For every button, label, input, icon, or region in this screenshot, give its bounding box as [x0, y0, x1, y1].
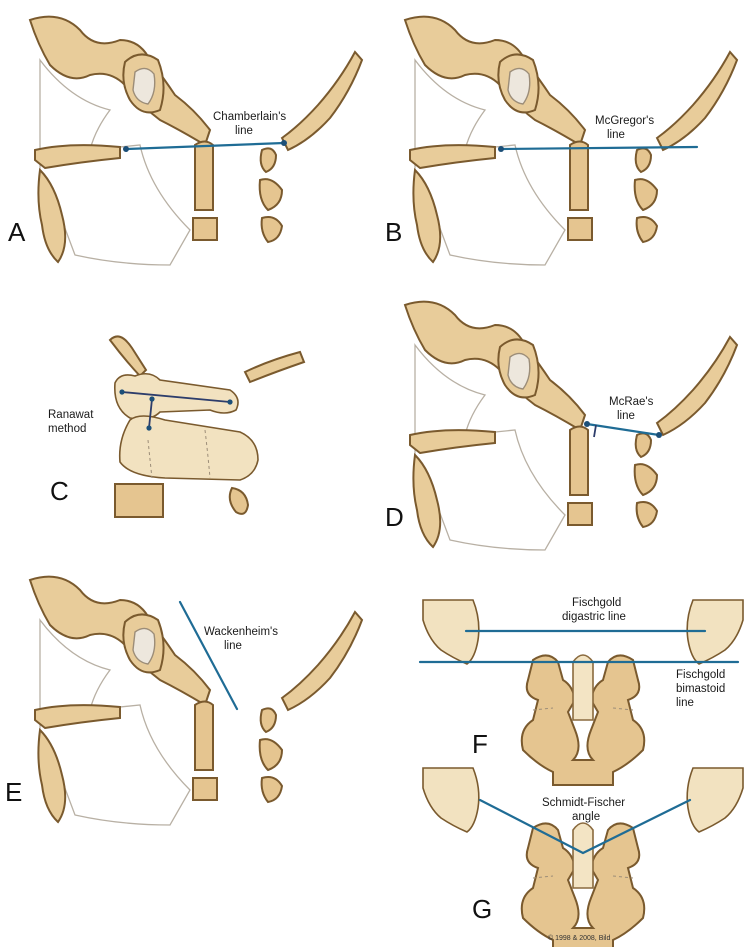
panel-e-label-2: line	[224, 640, 242, 652]
panel-f: Fischgold digastric line Fischgold bimas…	[420, 597, 743, 785]
mcrae-line	[587, 424, 659, 435]
panel-g-label-1: Schmidt-Fischer	[542, 797, 625, 809]
panel-f-label-2: digastric line	[562, 611, 626, 623]
panel-c-label-2: method	[48, 423, 86, 435]
panel-d-label-2: line	[617, 410, 635, 422]
panel-d: McRae's line D	[385, 302, 737, 550]
panel-f-label2-1: Fischgold	[676, 669, 725, 681]
panel-letter-b: B	[385, 217, 402, 247]
panel-b-label-1: McGregor's	[595, 115, 654, 127]
panel-b: McGregor's line B	[385, 17, 737, 265]
mcrae-tick	[594, 425, 596, 437]
panel-a-label-1: Chamberlain's	[213, 111, 286, 123]
panel-b-label-2: line	[607, 129, 625, 141]
panel-g: Schmidt-Fischer angle G © 1998 & 2008, B…	[423, 768, 743, 947]
panel-letter-a: A	[8, 217, 26, 247]
panel-letter-g: G	[472, 894, 492, 924]
panel-c: Ranawat method C	[48, 336, 304, 517]
panel-letter-c: C	[50, 476, 69, 506]
axis-body	[120, 416, 258, 480]
panel-f-label2-2: bimastoid	[676, 683, 725, 695]
panel-e: Wackenheim's line E	[5, 577, 362, 825]
panel-e-label-1: Wackenheim's	[204, 626, 278, 638]
panel-d-label-1: McRae's	[609, 396, 654, 408]
copyright-text: © 1998 & 2008, Bild	[548, 934, 610, 942]
panel-c-label-1: Ranawat	[48, 409, 94, 421]
panel-letter-f: F	[472, 729, 488, 759]
panel-a-label-2: line	[235, 125, 253, 137]
panel-f-label2-3: line	[676, 697, 694, 709]
panel-g-label-2: angle	[572, 811, 600, 823]
panel-letter-e: E	[5, 777, 22, 807]
panel-f-label-1: Fischgold	[572, 597, 621, 609]
panel-letter-d: D	[385, 502, 404, 532]
panel-a: Chamberlain's line A	[8, 17, 362, 265]
